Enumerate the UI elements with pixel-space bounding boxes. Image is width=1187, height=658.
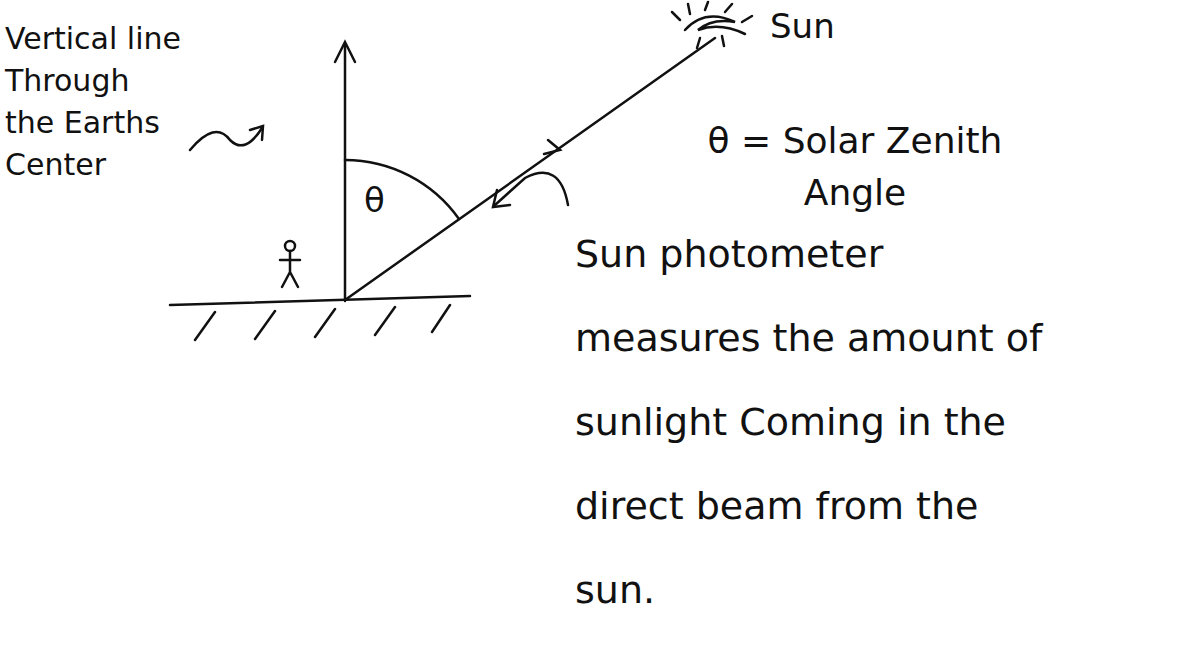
vertical-line [344,45,347,301]
definition-label: θ = Solar Zenith Angle [690,115,1020,219]
arrow-head [493,190,510,207]
leader-arrow [495,173,568,205]
sun-symbol [672,2,752,48]
note-text: Sun photometer measures the amount of su… [575,212,1045,632]
observer-figure [280,241,300,287]
ground-hatch [195,305,450,340]
arrow-head [544,140,560,154]
leader-arrow [190,128,262,150]
angle-arc [345,160,459,219]
angle-symbol: θ [364,180,414,220]
axis-label: Vertical line Through the Earths Center [5,18,185,186]
ground-line [170,296,470,305]
sun-label: Sun [770,6,890,46]
arrow-head [335,42,355,62]
arrow-head [250,126,263,140]
